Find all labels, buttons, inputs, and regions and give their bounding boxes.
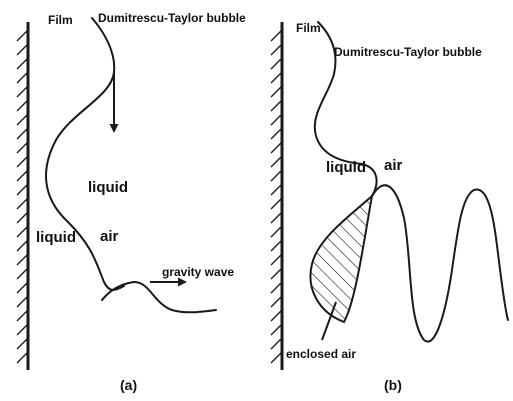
panel-a-interface-curve bbox=[46, 18, 124, 290]
panel-a: Film Dumitrescu-Taylor bubble liquid liq… bbox=[17, 11, 246, 393]
panel-a-gravity-wave-curve bbox=[102, 282, 216, 312]
panel-a-caption: (a) bbox=[120, 377, 137, 393]
panel-b-film-label: Film bbox=[296, 21, 321, 35]
panel-a-wall bbox=[17, 22, 28, 370]
panel-b-enclosed-air-region bbox=[310, 196, 372, 322]
panel-a-liquid-upper-label: liquid bbox=[88, 179, 128, 196]
panel-a-gravity-wave-label: gravity wave bbox=[162, 265, 234, 279]
panel-b: Film Dumitrescu-Taylor bubble liquid air… bbox=[271, 21, 508, 393]
panel-b-wall bbox=[271, 22, 282, 370]
panel-b-caption: (b) bbox=[384, 377, 402, 393]
panel-b-wave-curve bbox=[372, 185, 508, 341]
panel-a-film-label: Film bbox=[48, 13, 73, 27]
panel-b-bubble-label: Dumitrescu-Taylor bubble bbox=[334, 45, 482, 59]
panel-b-air-label: air bbox=[384, 157, 403, 174]
panel-b-enclosed-air-label: enclosed air bbox=[286, 347, 356, 361]
panel-a-liquid-lower-label: liquid bbox=[36, 229, 76, 246]
panel-b-liquid-label: liquid bbox=[326, 159, 366, 176]
panel-a-air-label: air bbox=[100, 228, 119, 245]
panel-a-bubble-label: Dumitrescu-Taylor bubble bbox=[98, 11, 246, 25]
